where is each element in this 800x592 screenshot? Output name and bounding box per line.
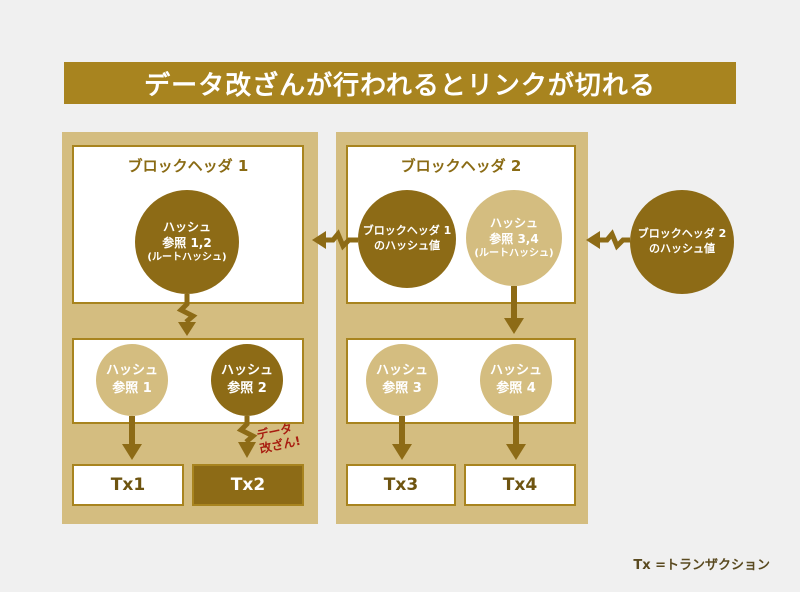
hash-ref3-line2: 参照 3 — [382, 381, 422, 396]
block2-root-hash-line3: (ルートハッシュ) — [474, 248, 554, 260]
hash-ref2-circle: ハッシュ 参照 2 — [211, 344, 283, 416]
arrow-ref4-to-tx4 — [506, 416, 526, 460]
broken-link-next-to-block2 — [586, 229, 630, 251]
hash-ref4-line2: 参照 4 — [496, 381, 536, 396]
hash-ref2-line1: ハッシュ — [220, 363, 273, 379]
tx3-box: Tx3 — [346, 464, 456, 506]
next-block-hash-circle: ブロックヘッダ 2 のハッシュ値 — [630, 190, 734, 294]
broken-link-root12-to-refs — [176, 294, 198, 336]
next-block-hash-line2: のハッシュ値 — [649, 242, 715, 255]
block1-root-hash-circle: ハッシュ 参照 1,2 (ルートハッシュ) — [135, 190, 239, 294]
block1-root-hash-line1: ハッシュ — [162, 220, 211, 235]
block1-header-title: ブロックヘッダ 1 — [127, 157, 249, 175]
block2-prev-hash-line2: のハッシュ値 — [374, 239, 440, 252]
hash-ref1-line1: ハッシュ — [105, 363, 158, 379]
broken-link-ref2-to-tx2 — [236, 416, 258, 458]
block1-root-hash-line3: (ルートハッシュ) — [147, 252, 227, 264]
hash-ref4-line1: ハッシュ — [489, 363, 542, 379]
hash-ref1-line2: 参照 1 — [112, 381, 152, 396]
hash-ref3-circle: ハッシュ 参照 3 — [366, 344, 438, 416]
arrow-ref1-to-tx1 — [122, 416, 142, 460]
block2-root-hash-line1: ハッシュ — [489, 216, 538, 231]
block2-header-title: ブロックヘッダ 2 — [400, 157, 522, 175]
title-banner: データ改ざんが行われるとリンクが切れる — [64, 62, 736, 104]
arrow-ref3-to-tx3 — [392, 416, 412, 460]
block1-root-hash-line2: 参照 1,2 — [162, 236, 212, 251]
tx1-box: Tx1 — [72, 464, 184, 506]
hash-ref1-circle: ハッシュ 参照 1 — [96, 344, 168, 416]
block2-root-hash-circle: ハッシュ 参照 3,4 (ルートハッシュ) — [466, 190, 562, 286]
legend-text: Tx =トランザクション — [633, 558, 770, 573]
hash-ref3-line1: ハッシュ — [375, 363, 428, 379]
broken-link-block2-to-block1 — [312, 229, 358, 251]
hash-ref2-line2: 参照 2 — [227, 381, 267, 396]
block2-root-hash-line2: 参照 3,4 — [489, 232, 539, 247]
hash-ref4-circle: ハッシュ 参照 4 — [480, 344, 552, 416]
block2-prev-hash-line1: ブロックヘッダ 1 — [362, 224, 452, 238]
next-block-hash-line1: ブロックヘッダ 2 — [637, 227, 727, 241]
tx2-box: Tx2 — [192, 464, 304, 506]
arrow-root34-to-refs — [504, 286, 524, 334]
block2-prev-hash-circle: ブロックヘッダ 1 のハッシュ値 — [358, 190, 456, 288]
tx4-box: Tx4 — [464, 464, 576, 506]
